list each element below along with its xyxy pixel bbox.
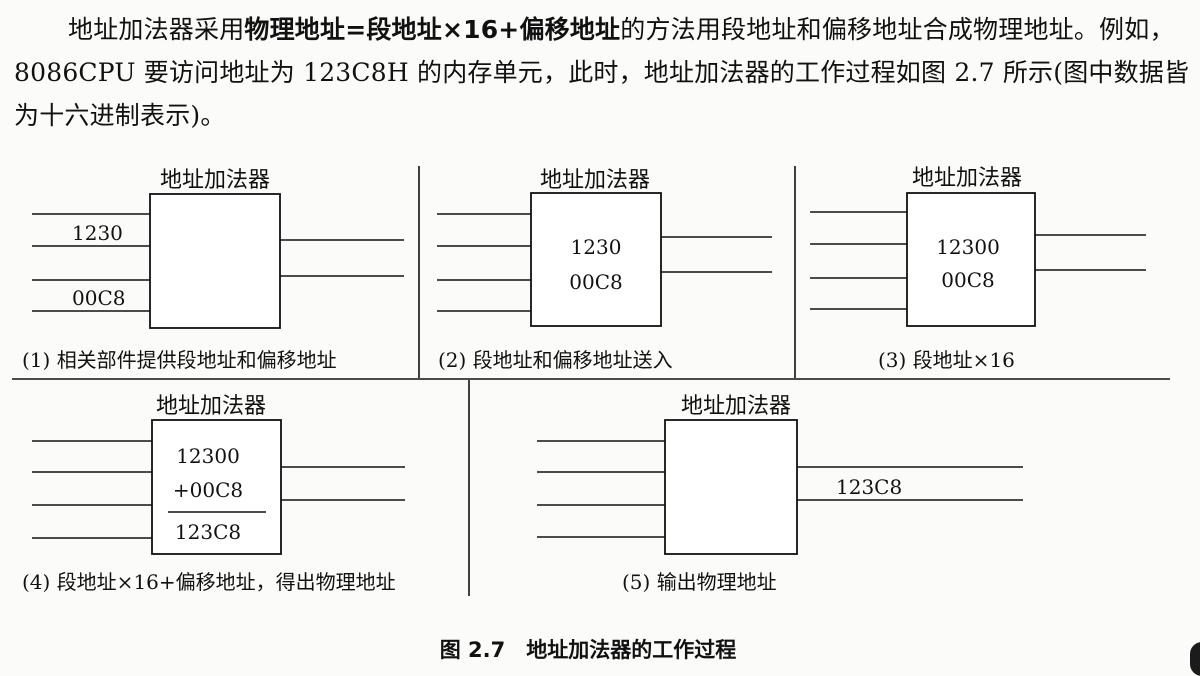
panel-3-adder-box bbox=[906, 192, 1036, 327]
panel-4-offset-addend: +00C8 bbox=[173, 478, 243, 502]
panel-3: 地址加法器 12300 00C8 (3) 段地址×16 bbox=[810, 166, 1146, 372]
panel-4-sum-result: 123C8 bbox=[175, 520, 241, 544]
paragraph-text-1: 地址加法器采用 bbox=[68, 15, 245, 44]
panel-1-title: 地址加法器 bbox=[160, 168, 270, 193]
panel-2: 地址加法器 1230 00C8 (2) 段地址和偏移地址送入 bbox=[437, 168, 772, 372]
panel-5-title: 地址加法器 bbox=[681, 394, 791, 419]
panel-1-caption: (1) 相关部件提供段地址和偏移地址 bbox=[22, 348, 337, 372]
panel-2-offset-value: 00C8 bbox=[569, 270, 622, 294]
panel-3-shifted-segment: 12300 bbox=[936, 235, 1000, 259]
panel-4-shifted-segment: 12300 bbox=[176, 444, 240, 468]
panel-2-title: 地址加法器 bbox=[540, 168, 650, 193]
panel-3-offset-value: 00C8 bbox=[941, 268, 994, 292]
panel-1: 地址加法器 1230 00C8 (1) 相关部件提供段地址和偏移地址 bbox=[22, 168, 404, 372]
panel-4-title: 地址加法器 bbox=[156, 394, 266, 419]
panel-5: 地址加法器 123C8 (5) 输出物理地址 bbox=[537, 394, 1023, 594]
panel-2-caption: (2) 段地址和偏移地址送入 bbox=[438, 348, 673, 372]
panel-4-adder-box bbox=[151, 419, 282, 555]
panel-1-adder-box bbox=[149, 193, 281, 329]
paragraph-text-2: 的方法用段地址和偏移地址合成物理地址。例如，8086CPU 要访问地址为 123… bbox=[14, 15, 1190, 130]
page-edge-shadow bbox=[1190, 642, 1200, 676]
panel-5-physical-address-output: 123C8 bbox=[836, 475, 902, 499]
paragraph-formula: 物理地址=段地址×16+偏移地址 bbox=[244, 15, 621, 44]
panel-3-caption: (3) 段地址×16 bbox=[878, 348, 1015, 372]
panel-2-segment-value: 1230 bbox=[571, 235, 622, 259]
panel-4-caption: (4) 段地址×16+偏移地址，得出物理地址 bbox=[22, 570, 396, 594]
figure-caption: 图 2.7 地址加法器的工作过程 bbox=[440, 638, 737, 662]
panel-2-adder-box bbox=[530, 192, 662, 327]
panel-5-caption: (5) 输出物理地址 bbox=[622, 570, 777, 594]
panel-1-offset-input: 00C8 bbox=[72, 286, 125, 310]
body-paragraph: 地址加法器采用物理地址=段地址×16+偏移地址的方法用段地址和偏移地址合成物理地… bbox=[14, 8, 1190, 137]
panel-3-title: 地址加法器 bbox=[912, 166, 1022, 191]
panel-4: 地址加法器 12300 +00C8 123C8 (4) 段地址×16+偏移地址，… bbox=[22, 394, 405, 594]
panel-5-adder-box bbox=[664, 419, 798, 555]
panel-1-segment-input: 1230 bbox=[72, 221, 123, 245]
